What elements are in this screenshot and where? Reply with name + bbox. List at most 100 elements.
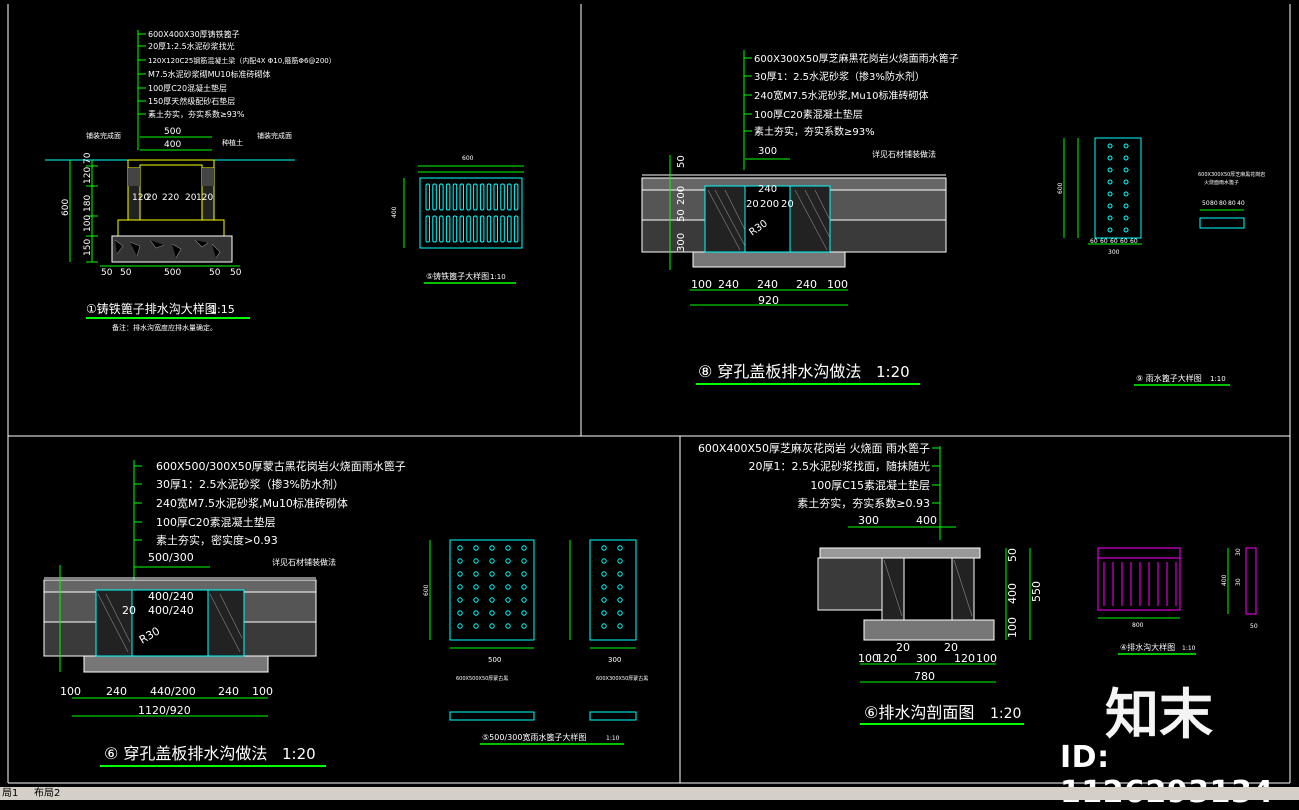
grate-hole bbox=[489, 571, 495, 577]
grate-hole bbox=[521, 597, 527, 603]
grate-hole bbox=[457, 558, 463, 564]
grate-slot bbox=[439, 183, 444, 211]
p6-scale: 1:10 bbox=[606, 735, 620, 742]
p5-title: ⑥ 穿孔盖板排水沟做法 bbox=[104, 744, 267, 763]
p4-side-4: 40 bbox=[1237, 200, 1245, 207]
p1-note-4: 100厚C20混凝土垫层 bbox=[148, 83, 227, 93]
p7-r-0: 50 bbox=[1006, 548, 1019, 562]
p7-b-6: 100 bbox=[976, 652, 997, 665]
grate-hole bbox=[1123, 155, 1129, 161]
p3-note-1: 30厚1：2.5水泥砂浆（掺3%防水剂） bbox=[754, 70, 925, 83]
grate-slot bbox=[459, 215, 464, 243]
p6-title: ⑤500/300宽雨水篦子大样图 bbox=[482, 732, 586, 742]
grate-slot bbox=[466, 215, 471, 243]
grate-hole bbox=[457, 597, 463, 603]
p5-b-0: 100 bbox=[60, 685, 81, 698]
grate-slot bbox=[425, 183, 430, 211]
p1-dim-400: 400 bbox=[164, 140, 181, 150]
p7-b-5: 120 bbox=[954, 652, 975, 665]
grate-hole bbox=[489, 558, 495, 564]
p5-note-3: 100厚C20素混凝土垫层 bbox=[156, 515, 276, 529]
p3-title: ⑧ 穿孔盖板排水沟做法 bbox=[698, 362, 861, 381]
sheet-frames bbox=[7, 4, 1291, 784]
grate-hole bbox=[1123, 227, 1129, 233]
p3-b-1: 240 bbox=[718, 278, 739, 291]
p3-b-3: 240 bbox=[796, 278, 817, 291]
grate-slot bbox=[493, 183, 498, 211]
grate-hole bbox=[473, 623, 479, 629]
p3-scale: 1:20 bbox=[876, 363, 910, 381]
grate-hole bbox=[617, 545, 623, 551]
grate-hole bbox=[617, 623, 623, 629]
p1-note-3: M7.5水泥砂浆砌MU10标准砖砌体 bbox=[148, 69, 271, 79]
grate-hole bbox=[1107, 203, 1113, 209]
panel1-notes: 600X400X30厚铸铁篦子 20厚1:2.5水泥砂浆找光 120X120C2… bbox=[148, 29, 336, 119]
tab-layout1[interactable]: 局1 bbox=[2, 788, 19, 799]
grate-slot bbox=[439, 215, 444, 243]
grate-hole bbox=[1107, 155, 1113, 161]
p4-title: ⑨ 雨水篦子大样图 bbox=[1136, 373, 1202, 383]
p3-inner-0: 20 bbox=[746, 199, 759, 210]
tab-layout2[interactable]: 布局2 bbox=[34, 788, 61, 799]
grate-hole bbox=[617, 558, 623, 564]
p4-sub-0: 60 bbox=[1090, 238, 1098, 245]
p1-v-2: 180 bbox=[83, 195, 93, 212]
p7-note-0: 600X400X50厚芝麻灰花岗岩 火烧面 雨水篦子 bbox=[698, 441, 930, 455]
grate-hole bbox=[457, 571, 463, 577]
grate-slot bbox=[500, 183, 505, 211]
grate-slot bbox=[466, 183, 471, 211]
p5-b-1: 240 bbox=[106, 685, 127, 698]
grate-hole bbox=[521, 584, 527, 590]
p5-inner-1: 400/240 bbox=[148, 604, 194, 617]
p4-side-2: 80 bbox=[1219, 200, 1227, 207]
p1-b-3: 50 bbox=[209, 268, 221, 278]
watermark-logo: 知末 bbox=[1105, 683, 1213, 746]
grate-hole bbox=[505, 597, 511, 603]
panel-perforated-cover-drain-6: 600X500/300X50厚蒙古黑花岗岩火烧面雨水篦子 30厚1：2.5水泥砂… bbox=[43, 459, 406, 767]
grate-slot bbox=[507, 215, 512, 243]
p7-title: ⑥排水沟剖面图 bbox=[864, 703, 974, 722]
grate-hole bbox=[521, 571, 527, 577]
p5-label-right: 详见石材铺装做法 bbox=[272, 557, 336, 567]
grate-hole bbox=[1123, 179, 1129, 185]
grate-hole bbox=[473, 558, 479, 564]
p7-top-1: 400 bbox=[916, 514, 937, 527]
grate-hole bbox=[489, 545, 495, 551]
p7-b-3: 300 bbox=[916, 652, 937, 665]
panel-500-300-grate-detail: 600 500 300 600X500X50厚蒙古黑 600X300X50厚蒙古… bbox=[423, 539, 648, 745]
p3-inner-2: 20 bbox=[781, 199, 794, 210]
grate-hole bbox=[1107, 179, 1113, 185]
grate-hole bbox=[473, 597, 479, 603]
p7-note-1: 20厚1：2.5水泥砂浆找面，随抹随光 bbox=[749, 459, 931, 473]
p2-top-dim: 600 bbox=[462, 155, 474, 162]
p4-dim-bottom: 300 bbox=[1108, 249, 1120, 256]
p3-b-0: 100 bbox=[691, 278, 712, 291]
p1-note-1: 20厚1:2.5水泥砂浆找光 bbox=[148, 41, 235, 51]
grate-slot bbox=[513, 215, 519, 243]
p5-inner-0: 400/240 bbox=[148, 590, 194, 603]
p3-note-4: 素土夯实，夯实系数≥93% bbox=[754, 125, 875, 138]
panel-rain-grate-detail: 600 60 60 60 60 60 300 600X300X50厚芝麻黑花岗岩… bbox=[1057, 137, 1265, 386]
grate-hole bbox=[617, 571, 623, 577]
p8-scale: 1:10 bbox=[1182, 645, 1196, 652]
p8-dim-bottom: 800 bbox=[1132, 622, 1144, 629]
p6-left-dim: 600 bbox=[423, 584, 430, 596]
grate-hole bbox=[473, 545, 479, 551]
p4-sub-1: 60 bbox=[1100, 238, 1108, 245]
p5-b-3: 240 bbox=[218, 685, 239, 698]
p5-note-4: 素土夯实，密实度>0.93 bbox=[156, 533, 278, 547]
panel-cast-iron-drain-detail: 600X400X30厚铸铁篦子 20厚1:2.5水泥砂浆找光 120X120C2… bbox=[45, 29, 336, 332]
p6-label-b: 600X300X50厚蒙古黑 bbox=[596, 675, 648, 682]
p8-side-0: 30 bbox=[1235, 548, 1242, 556]
p4-side-1: 80 bbox=[1210, 200, 1218, 207]
p4-side-3: 80 bbox=[1228, 200, 1236, 207]
p7-top-0: 300 bbox=[858, 514, 879, 527]
p2-scale: 1:10 bbox=[490, 273, 506, 281]
grate-hole bbox=[457, 623, 463, 629]
grate-hole bbox=[617, 584, 623, 590]
p4-sub-4: 60 bbox=[1130, 238, 1138, 245]
p3-left-2: 50 bbox=[676, 209, 687, 222]
p1-inner-4: 120 bbox=[196, 193, 213, 203]
grate-slot bbox=[473, 183, 478, 211]
